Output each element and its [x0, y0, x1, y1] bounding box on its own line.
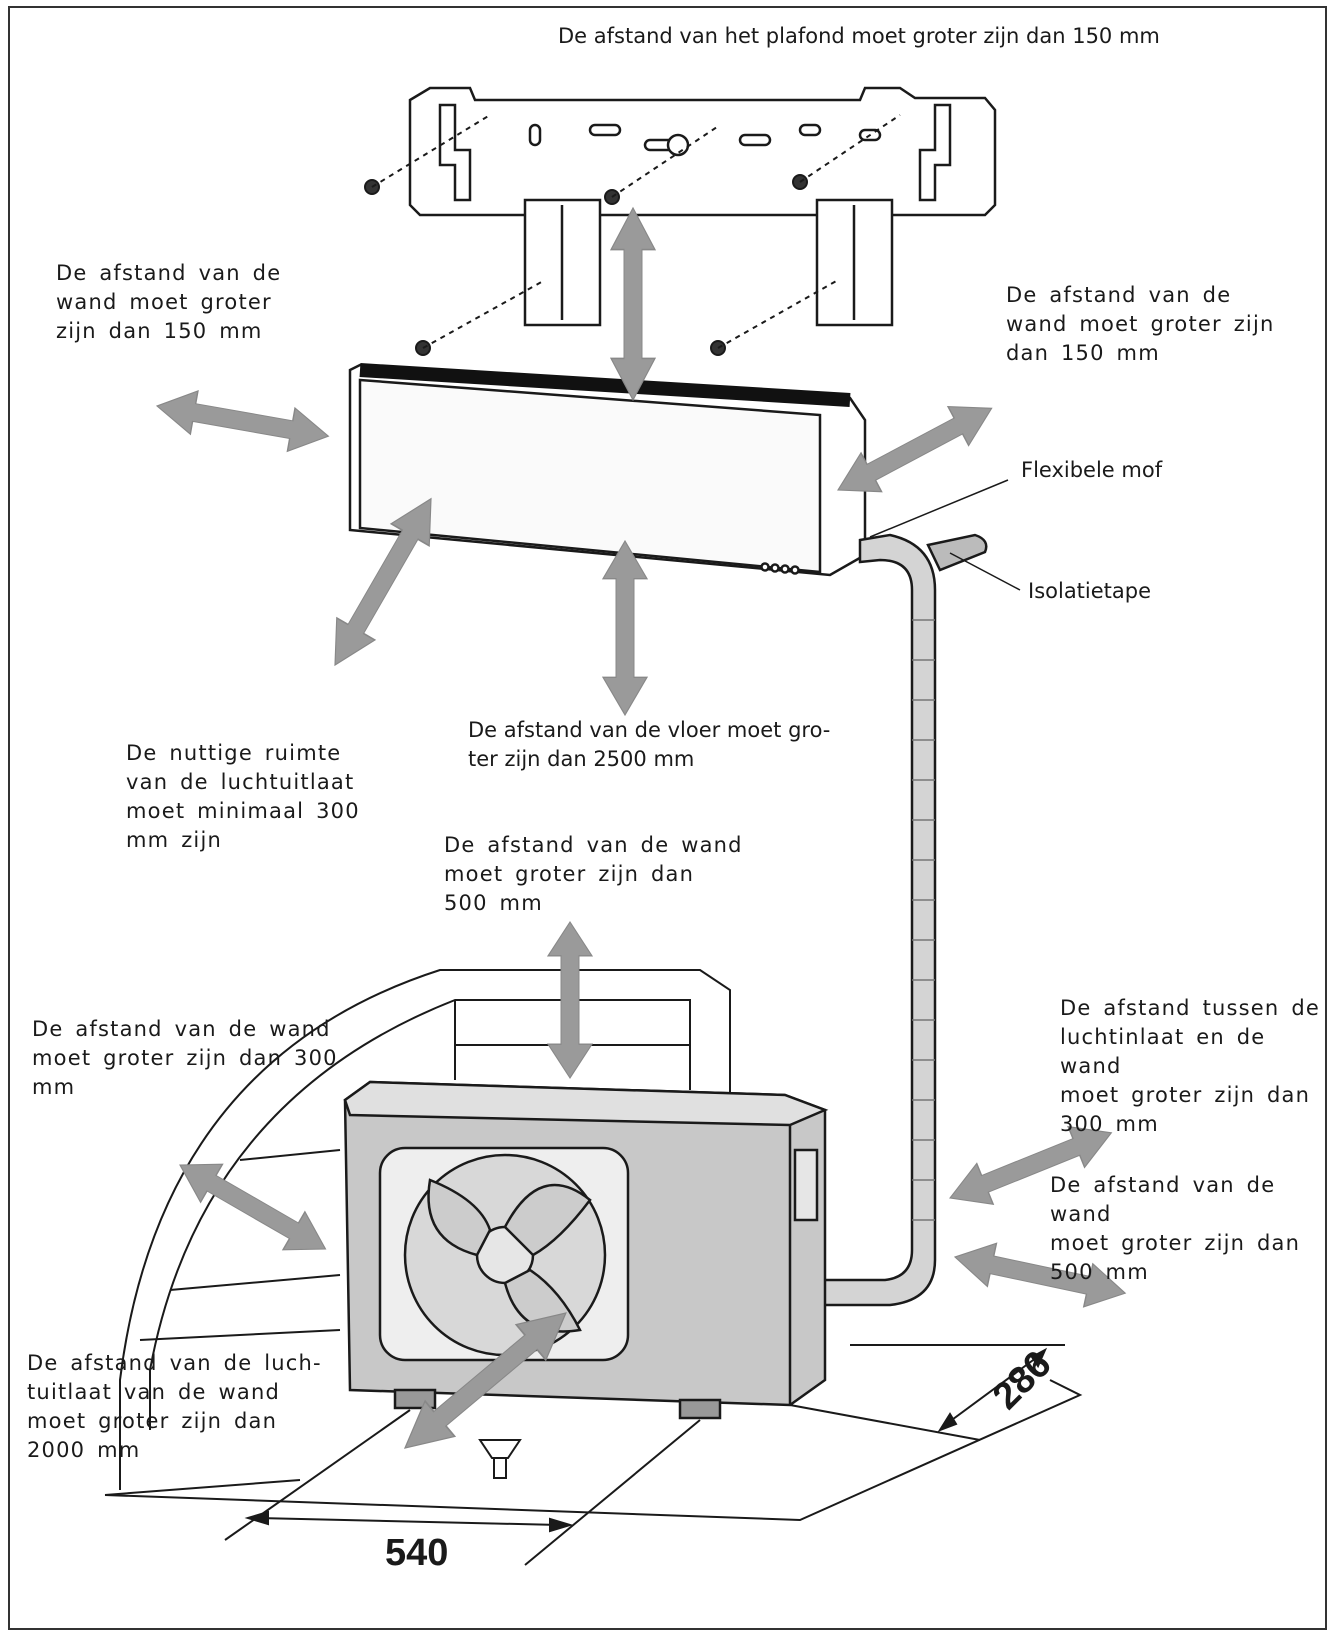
label-wall-left-indoor: De afstand van de wand moet groter zijn … — [56, 261, 282, 343]
label-floor-clearance: De afstand van de vloer moet gro- ter zi… — [468, 718, 831, 771]
label-wall-right-outdoor: De afstand van de wand moet groter zijn … — [1050, 1173, 1301, 1284]
wall-bracket-left — [523, 198, 602, 327]
label-insulation-tape: Isolatietape — [1028, 579, 1152, 603]
label-outlet-front-wall: De afstand van de luch- tuitlaat van de … — [27, 1351, 322, 1462]
arrow-wall-left-outdoor — [168, 1145, 338, 1269]
label-wall-left-outdoor: De afstand van de wand moet groter zijn … — [32, 1017, 338, 1099]
arrow-floor — [602, 540, 648, 716]
anchor-bolt — [478, 1439, 522, 1479]
label-flexible-sleeve: Flexibele mof — [1021, 458, 1163, 482]
dimension-lines — [224, 1344, 1065, 1566]
outdoor-unit — [343, 1080, 829, 1420]
arrow-wall-left-indoor — [152, 383, 333, 459]
leader-lines — [869, 479, 1021, 591]
label-air-inlet-wall: De afstand tussen de luchtinlaat en de w… — [1060, 996, 1320, 1136]
wall-bracket-right — [815, 198, 894, 327]
mounting-plate — [408, 86, 997, 217]
screws — [364, 114, 901, 356]
pipe-insulation — [818, 533, 988, 1307]
label-ceiling-clearance: De afstand van het plafond moet groter z… — [558, 24, 1160, 48]
label-air-outlet-space: De nuttige ruimte van de luchtuitlaat mo… — [126, 741, 360, 852]
outdoor-wall — [104, 969, 1083, 1522]
label-wall-right-indoor: De afstand van de wand moet groter zijn … — [1006, 283, 1275, 365]
dimension-width-540: 540 — [385, 1532, 449, 1574]
diagram-frame — [8, 6, 1327, 1630]
label-wall-above-outdoor: De afstand van de wand moet groter zijn … — [444, 833, 743, 915]
arrow-ceiling — [610, 207, 656, 401]
